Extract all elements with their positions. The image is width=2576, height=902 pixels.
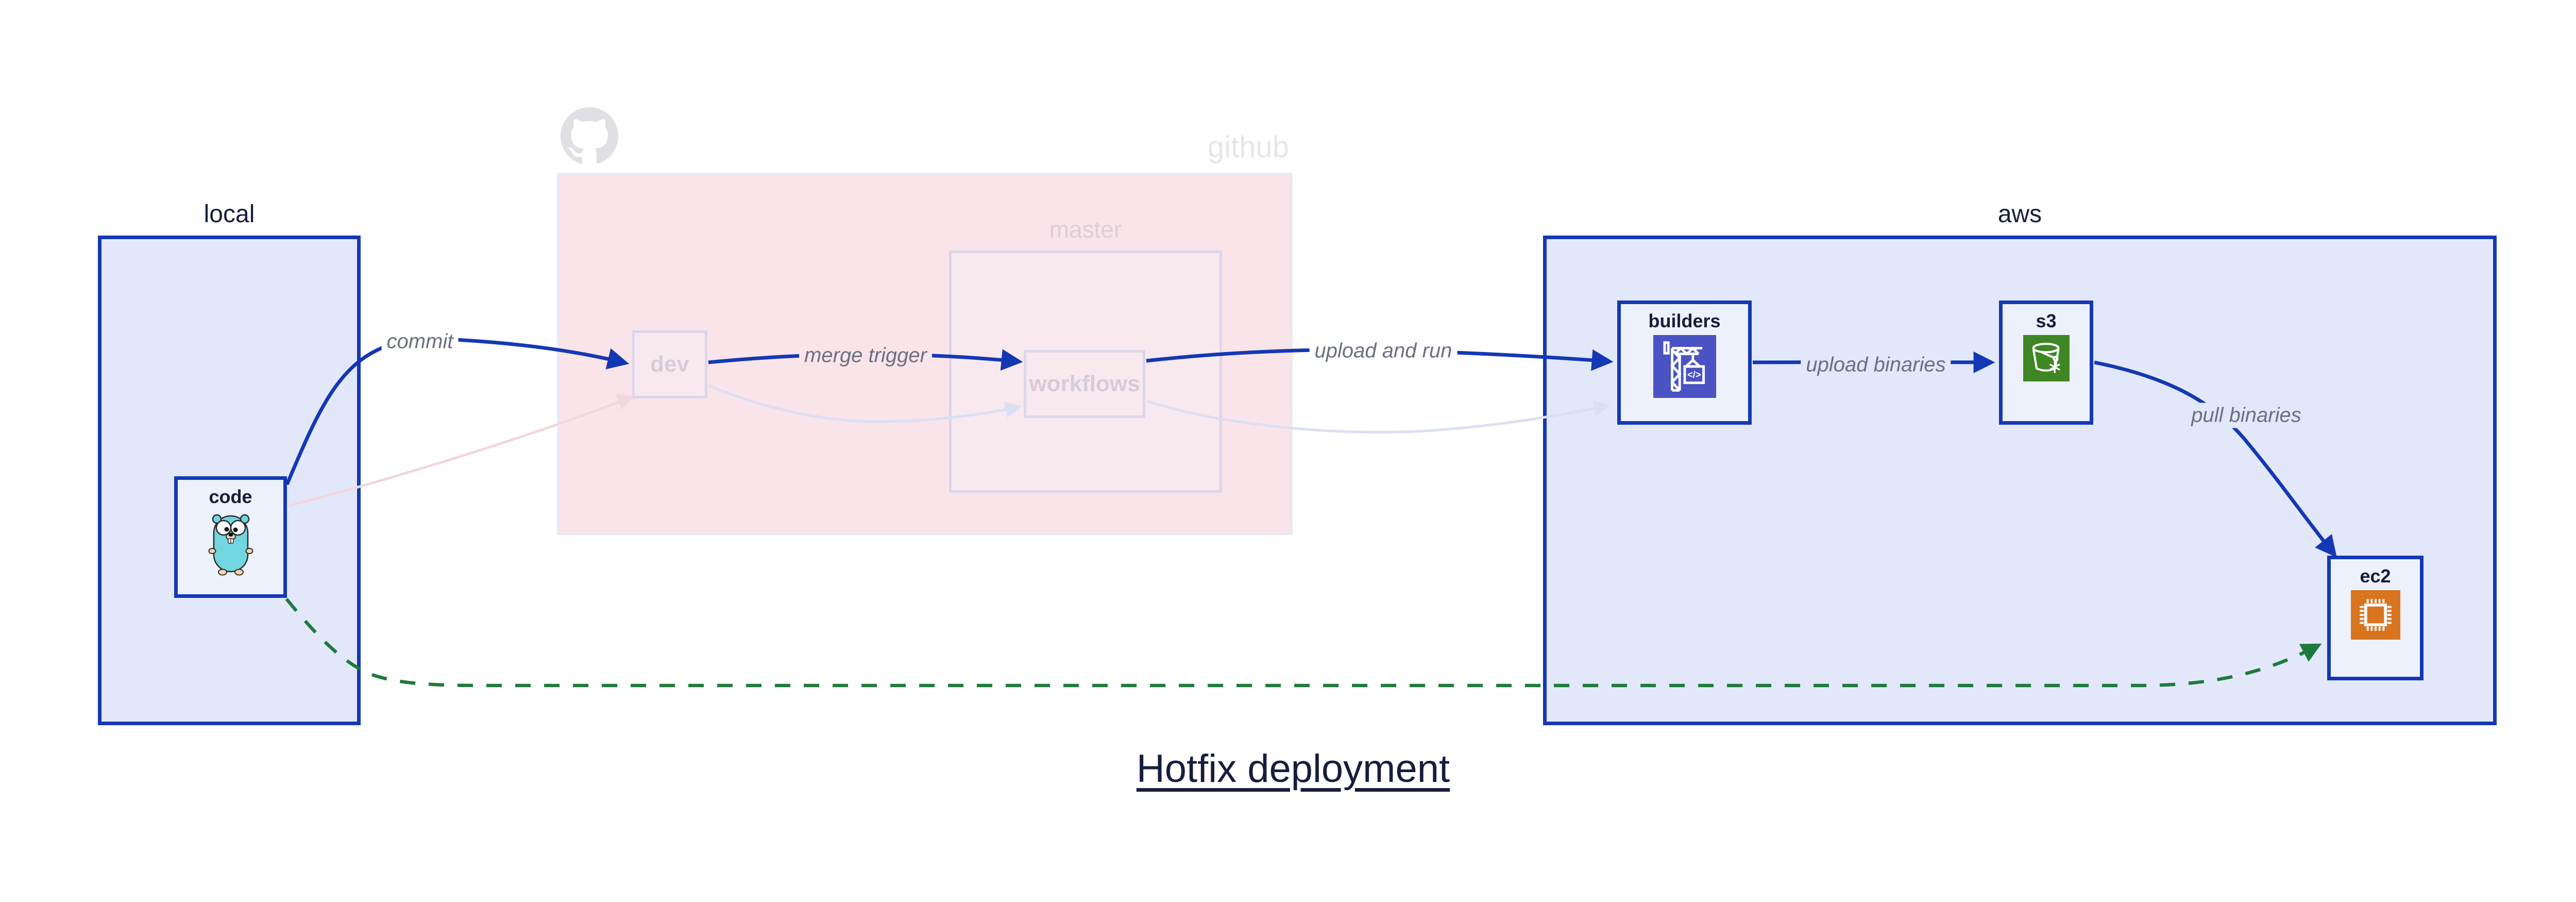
github-octocat-icon — [561, 107, 618, 168]
workflows-label: workflows — [1029, 371, 1140, 396]
svg-text:</>: </> — [1687, 369, 1701, 380]
workflows-node: workflows — [1024, 350, 1145, 418]
s3-node: s3 — [1999, 300, 2093, 425]
go-gopher-icon — [205, 511, 257, 579]
codebuild-crane-icon: </> — [1653, 335, 1716, 400]
dev-branch-node: dev — [632, 330, 707, 398]
ec2-chip-icon — [2350, 590, 2400, 642]
code-node-label: code — [209, 486, 252, 507]
s3-node-label: s3 — [2036, 310, 2057, 331]
aws-region-label: aws — [1997, 201, 2042, 228]
diagram-title: Hotfix deployment — [1136, 747, 1450, 791]
ec2-node-label: ec2 — [2360, 565, 2391, 587]
s3-glacier-bucket-icon — [2023, 335, 2070, 384]
code-node: code — [174, 476, 287, 598]
local-region-label: local — [204, 201, 255, 228]
edge-label-upload-binaries: upload binaries — [1801, 352, 1951, 378]
dev-branch-label: dev — [650, 352, 689, 377]
builders-node-label: builders — [1648, 310, 1721, 331]
builders-node: builders </> — [1617, 300, 1752, 425]
edge-label-merge-trigger: merge trigger — [799, 343, 932, 369]
edge-label-upload-and-run: upload and run — [1309, 338, 1458, 364]
ec2-node: ec2 — [2327, 556, 2424, 680]
edge-label-pull-binaries: pull binaries — [2186, 403, 2307, 428]
master-branch-label: master — [1049, 216, 1122, 243]
edge-label-commit: commit — [381, 329, 459, 355]
github-region-label: github — [1207, 130, 1289, 164]
